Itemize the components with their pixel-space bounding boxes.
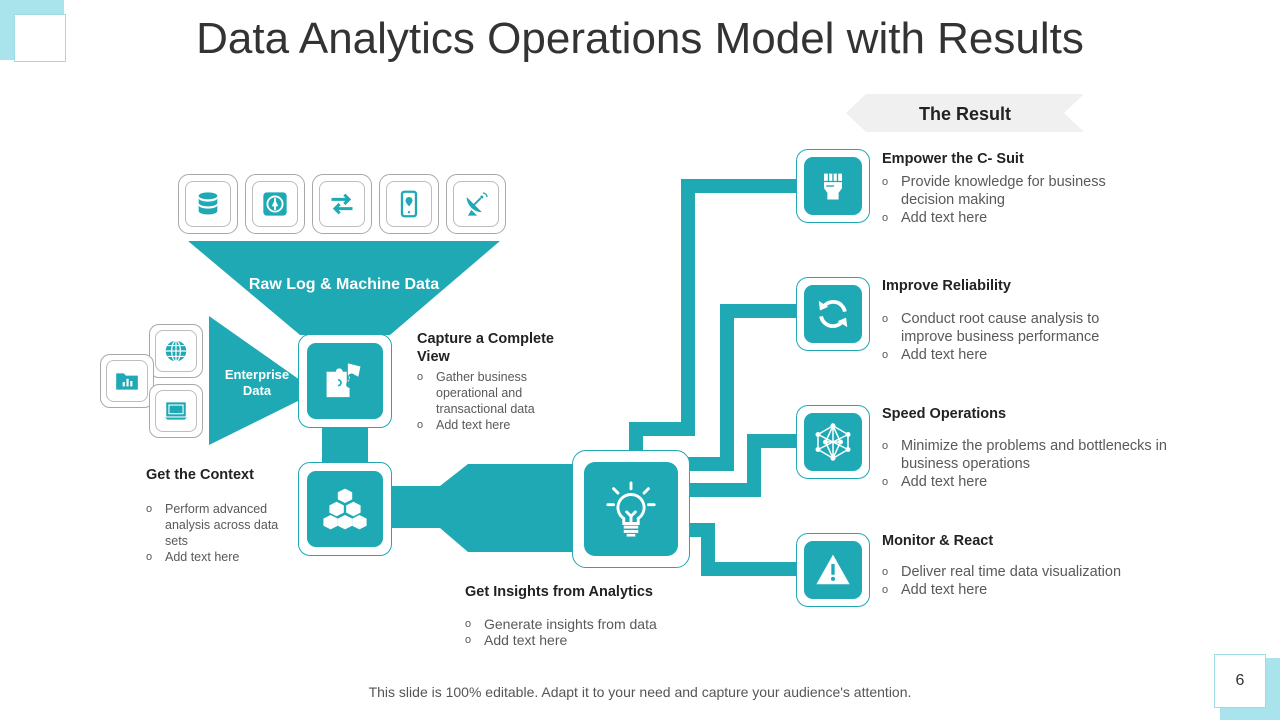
context-bullets: Perform advanced analysis across data se… [146, 501, 288, 565]
result-item-speed: Speed Operations Minimize the problems a… [882, 406, 1182, 491]
list-item: Generate insights from data [465, 616, 725, 632]
footer-note: This slide is 100% editable. Adapt it to… [368, 684, 912, 700]
list-item: Provide knowledge for business decision … [882, 173, 1122, 209]
list-item: Perform advanced analysis across data se… [146, 501, 288, 549]
cubes-icon [323, 488, 367, 530]
satellite-dish-icon [466, 192, 488, 216]
result-item-bullets: Conduct root cause analysis to improve b… [882, 310, 1122, 364]
context-title: Get the Context [146, 467, 254, 483]
list-item: Add text here [882, 581, 1162, 599]
result-item-title: Speed Operations [882, 406, 1007, 422]
result-title: The Result [918, 104, 1011, 124]
insights-bullets: Generate insights from data Add text her… [465, 616, 725, 648]
list-item: Minimize the problems and bottlenecks in… [882, 437, 1182, 473]
context-tile [298, 462, 392, 556]
result-item-title: Monitor & React [882, 533, 994, 549]
enterprise-data-arrow [209, 316, 300, 445]
raised-fist-icon [824, 173, 842, 200]
capture-bullets: Gather business operational and transact… [417, 369, 547, 433]
list-item: Add text here [882, 209, 1122, 227]
corner-decoration-frame [14, 14, 66, 62]
raw-data-funnel [188, 241, 500, 335]
speed-tile [796, 405, 870, 479]
exchange-tile [312, 174, 372, 234]
insights-tile [572, 450, 690, 568]
mobile-location-icon [400, 190, 418, 218]
list-item: Deliver real time data visualization [882, 563, 1162, 581]
enterprise-label: Enterprise Data [224, 367, 290, 398]
globe-tile [149, 324, 203, 378]
network-icon [815, 423, 851, 461]
globe-icon [165, 340, 187, 362]
result-item-monitor: Monitor & React Deliver real time data v… [882, 533, 1182, 599]
list-item: Conduct root cause analysis to improve b… [882, 310, 1122, 346]
result-item-bullets: Provide knowledge for business decision … [882, 173, 1122, 227]
line-reliability [682, 304, 798, 471]
slide-title: Data Analytics Operations Model with Res… [196, 14, 1084, 63]
folder-chart-tile [100, 354, 154, 408]
empower-tile [796, 149, 870, 223]
capture-title: Capture a Complete View [417, 331, 554, 365]
funnel-label: Raw Log & Machine Data [248, 276, 440, 293]
list-item: Gather business operational and transact… [417, 369, 547, 417]
list-item: Add text here [882, 473, 1182, 491]
monitor-tile [796, 533, 870, 607]
page-number-frame [1214, 654, 1266, 708]
list-item: Add text here [882, 346, 1122, 364]
result-item-bullets: Deliver real time data visualization Add… [882, 563, 1162, 599]
lightbulb-icon [606, 481, 656, 537]
warning-icon [816, 554, 850, 585]
line-monitor [682, 523, 798, 576]
folder-chart-icon [116, 373, 138, 390]
list-item: Add text here [146, 549, 288, 565]
capture-tile [298, 334, 392, 428]
satellite-tile [446, 174, 506, 234]
result-item-reliability: Improve Reliability Conduct root cause a… [882, 278, 1182, 364]
insights-pipe [388, 464, 582, 552]
insights-section: Get Insights from Analytics Generate ins… [465, 584, 725, 648]
database-tile [178, 174, 238, 234]
compass-tile [245, 174, 305, 234]
result-item-title: Improve Reliability [882, 278, 1011, 294]
line-speed [682, 434, 798, 497]
compass-icon [263, 192, 287, 216]
list-item: Add text here [465, 632, 725, 648]
result-item-title: Empower the C- Suit [882, 151, 1024, 167]
list-item: Add text here [417, 417, 547, 433]
result-item-empower: Empower the C- Suit Provide knowledge fo… [882, 151, 1182, 227]
context-section: Get the Context Perform advanced analysi… [146, 467, 296, 565]
database-icon [198, 192, 218, 215]
result-banner [846, 94, 1084, 132]
exchange-arrows-icon [331, 193, 353, 215]
mobile-location-tile [379, 174, 439, 234]
capture-section: Capture a Complete View Gather business … [417, 330, 587, 433]
result-item-bullets: Minimize the problems and bottlenecks in… [882, 437, 1182, 491]
insights-title: Get Insights from Analytics [465, 584, 653, 600]
laptop-tile [149, 384, 203, 438]
laptop-icon [165, 402, 187, 420]
refresh-icon [818, 299, 848, 329]
puzzle-icon [326, 361, 362, 398]
line-empower [629, 179, 798, 450]
reliability-tile [796, 277, 870, 351]
page-number: 6 [1235, 672, 1245, 689]
